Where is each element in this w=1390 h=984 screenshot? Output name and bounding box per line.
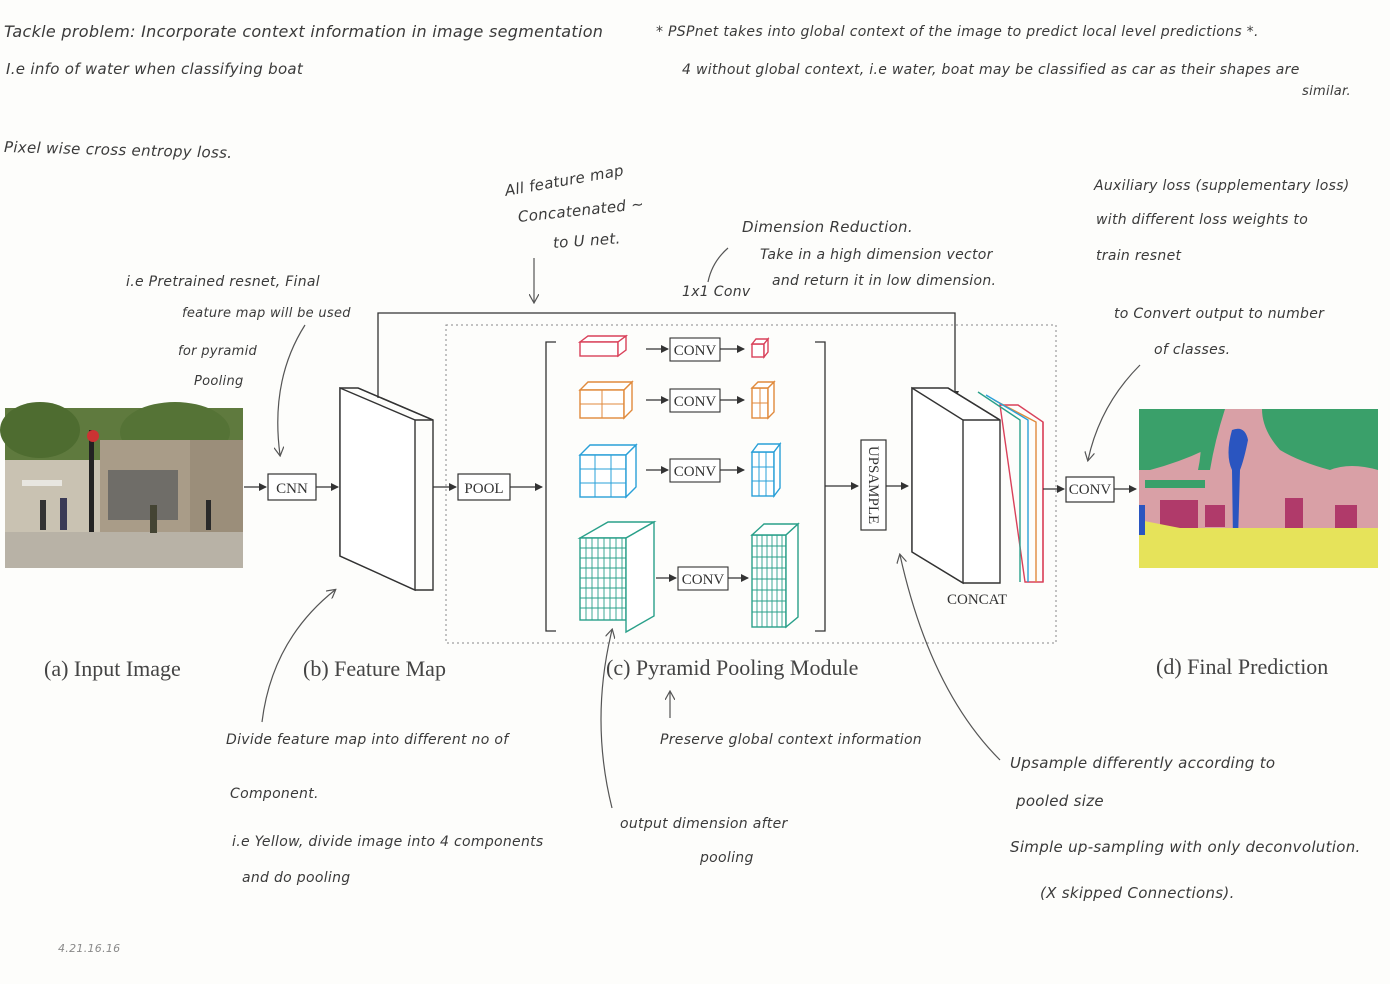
annot-curve-dim [707, 247, 729, 283]
conv-label-red: CONV [674, 343, 717, 359]
final-prediction-image [1139, 409, 1378, 568]
caption-pyramid-pooling: (c) Pyramid Pooling Module [606, 655, 859, 680]
note-divide-4: and do pooling [242, 870, 351, 886]
note-convert-2: of classes. [1154, 342, 1231, 358]
annot-arrow-pretrained [278, 324, 306, 455]
caption-feature-map: (b) Feature Map [303, 656, 446, 681]
note-date: 4.21.16.16 [58, 942, 121, 955]
upsample-label: UPSAMPLE [865, 446, 881, 524]
conv-label-orange: CONV [674, 394, 717, 410]
pool-level-red [577, 334, 629, 358]
input-image [0, 402, 243, 568]
conv-block-blue: CONV [669, 458, 721, 483]
annot-arrow-output-dim [600, 630, 612, 809]
note-aux-loss-3: train resnet [1096, 248, 1182, 264]
note-dim-low: and return it in low dimension. [772, 273, 997, 289]
note-pretrained-4: Pooling [194, 374, 244, 389]
upsample-block: UPSAMPLE [860, 439, 887, 531]
pool-output-red [750, 337, 770, 359]
final-conv-block: CONV [1065, 476, 1115, 503]
pool-output-orange [750, 380, 776, 420]
final-conv-label: CONV [1069, 482, 1112, 498]
concat-stack [911, 386, 1044, 585]
note-divide-3: i.e Yellow, divide image into 4 componen… [232, 834, 544, 850]
cnn-block: CNN [267, 473, 317, 501]
feature-map-slab [339, 386, 434, 592]
caption-final-prediction: (d) Final Prediction [1156, 654, 1329, 679]
note-dim-reduction: Dimension Reduction. [742, 218, 913, 236]
note-upsample-1: Upsample differently according to [1010, 754, 1276, 772]
note-aux-loss-1: Auxiliary loss (supplementary loss) [1094, 178, 1350, 194]
annot-arrow-convert [1088, 364, 1141, 460]
note-pretrained-1: i.e Pretrained resnet, Final [126, 274, 320, 290]
note-dim-high: Take in a high dimension vector [760, 247, 993, 263]
ppm-dotted-box [445, 324, 1057, 644]
conv-block-orange: CONV [669, 388, 721, 413]
note-tackle-problem: Tackle problem: Incorporate context info… [4, 22, 604, 41]
note-pretrained-3: for pyramid [178, 344, 258, 359]
note-pspnet-2: 4 without global context, i.e water, boa… [682, 62, 1300, 78]
conv-label-blue: CONV [674, 464, 717, 480]
pool-output-blue [750, 441, 782, 499]
annot-arrow-upsample [900, 555, 1001, 761]
concat-label: CONCAT [947, 592, 1007, 608]
annot-arrow-divide [261, 590, 335, 723]
pool-level-blue [578, 443, 638, 499]
conv-label-green: CONV [682, 572, 725, 588]
note-pspnet-3: similar. [1302, 84, 1351, 99]
bracket-left [545, 341, 556, 632]
note-divide-2: Component. [230, 786, 319, 802]
note-pretrained-2: feature map will be used [182, 306, 351, 321]
note-upsample-4: (X skipped Connections). [1040, 884, 1235, 902]
conv-block-green: CONV [677, 566, 729, 591]
note-upsample-2: pooled size [1016, 792, 1104, 810]
pool-block: POOL [457, 473, 511, 501]
note-divide-1: Divide feature map into different no of [226, 732, 509, 748]
pool-output-green [750, 522, 800, 629]
pool-label: POOL [464, 481, 503, 497]
note-water-boat: I.e info of water when classifying boat [6, 60, 304, 78]
skip-connection-arrow [377, 312, 959, 399]
caption-input-image: (a) Input Image [44, 656, 181, 681]
note-1x1-conv: 1x1 Conv [682, 284, 751, 300]
note-convert-1: to Convert output to number [1114, 306, 1325, 322]
note-preserve: Preserve global context information [660, 732, 922, 748]
pool-level-orange [578, 380, 634, 420]
note-aux-loss-2: with different loss weights to [1096, 212, 1309, 228]
cnn-label: CNN [276, 481, 308, 497]
note-output-dim-1: output dimension after [620, 816, 788, 832]
note-output-dim-2: pooling [700, 850, 754, 866]
note-upsample-3: Simple up-sampling with only deconvoluti… [1010, 838, 1361, 856]
note-pspnet-1: * PSPnet takes into global context of th… [656, 24, 1259, 40]
pool-level-green [577, 520, 657, 634]
conv-block-red: CONV [669, 337, 721, 362]
bracket-right [815, 341, 826, 632]
